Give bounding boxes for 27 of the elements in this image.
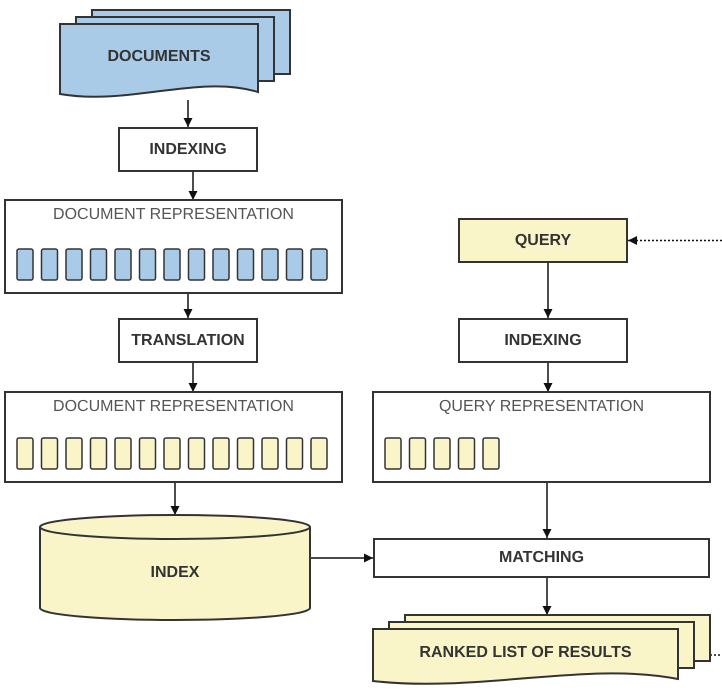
arrow	[184, 293, 192, 318]
process-box	[118, 318, 258, 363]
arrow	[544, 363, 552, 392]
process-box	[118, 127, 258, 172]
database-label: INDEX	[150, 564, 200, 582]
process-label: INDEXING	[148, 140, 228, 158]
arrow	[184, 100, 192, 127]
process-label: QUERY	[514, 232, 572, 250]
document-label: RANKED LIST OF RESULTS	[418, 644, 633, 662]
process-label: TRANSLATION	[130, 332, 246, 350]
process-box	[458, 318, 628, 363]
dotted-arrow	[628, 236, 722, 245]
panel-heading: DOCUMENT REPRESENTATION	[52, 206, 295, 224]
arrow	[170, 482, 180, 515]
arrow	[542, 482, 552, 538]
arrow	[310, 554, 373, 562]
process-box	[373, 538, 710, 578]
panel-heading: DOCUMENT REPRESENTATION	[52, 398, 295, 416]
arrow	[188, 172, 198, 200]
document-label: DOCUMENTS	[106, 48, 212, 66]
process-label: INDEXING	[503, 332, 583, 350]
arrow	[544, 263, 552, 318]
arrow	[188, 363, 198, 392]
process-box	[458, 218, 628, 263]
arrow	[542, 578, 552, 615]
panel-heading: QUERY REPRESENTATION	[438, 398, 646, 416]
process-label: MATCHING	[498, 549, 586, 567]
